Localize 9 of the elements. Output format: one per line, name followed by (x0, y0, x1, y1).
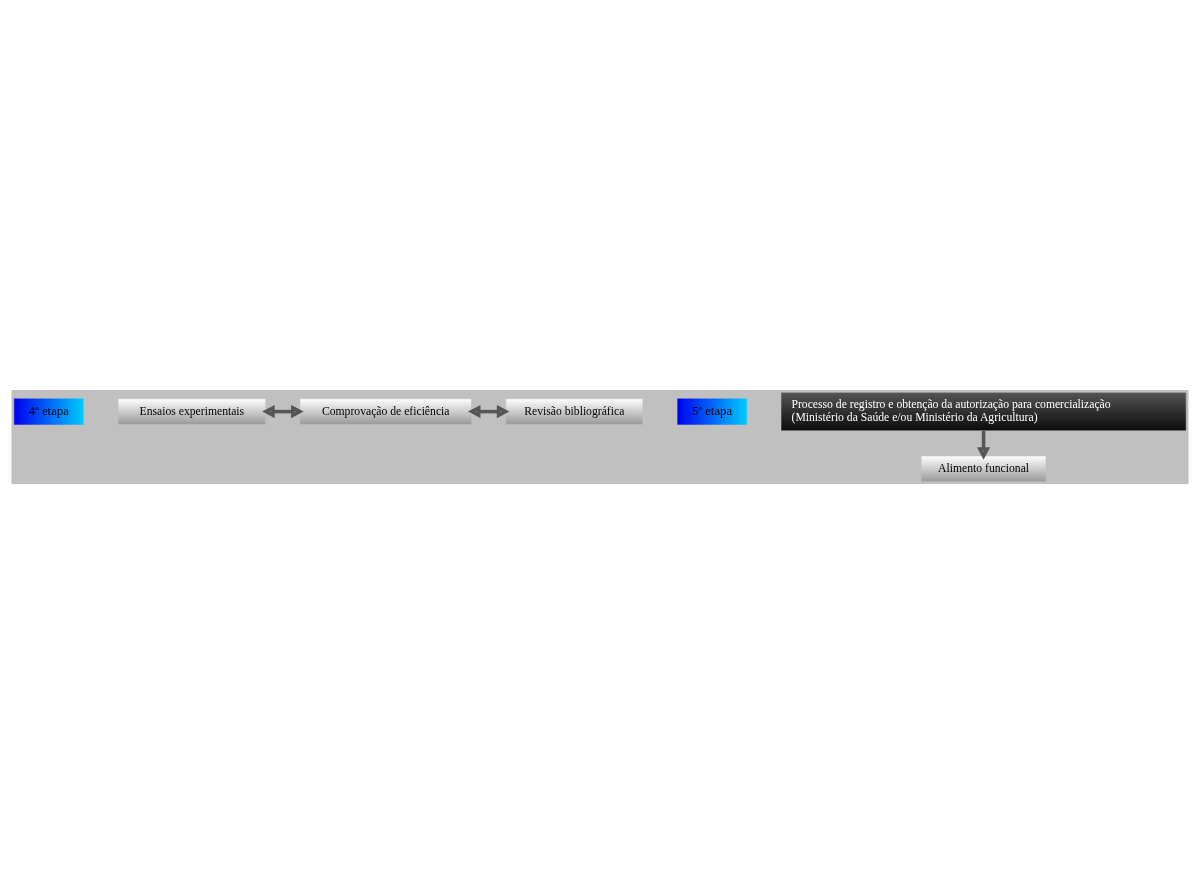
node-box: 5ª etapa (676, 397, 748, 425)
node-box: Processo de registro e obtenção da autorização para comercialização (Ministério da Saúde e/ou Ministério da Agricultura) (780, 391, 1187, 431)
node-box: 4ª etapa (13, 397, 85, 425)
node-box: Comprovação de eficiência (299, 397, 472, 425)
node-box: Revisão bibliográfica (505, 397, 644, 425)
arrow (467, 404, 510, 418)
arrow (262, 404, 304, 418)
node-box: Alimento funcional (920, 455, 1047, 482)
node-box: Ensaios experimentais (117, 397, 267, 425)
